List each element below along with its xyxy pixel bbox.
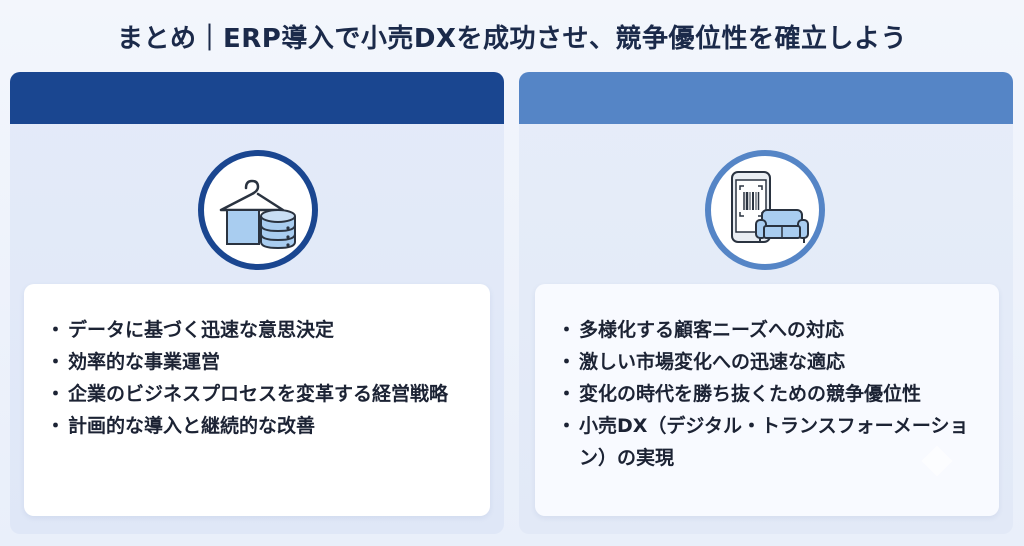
right-panel-header — [519, 72, 1013, 124]
left-card: データに基づく迅速な意思決定 効率的な事業運営 企業のビジネスプロセスを変革する… — [24, 284, 490, 516]
list-item: データに基づく迅速な意思決定 — [46, 314, 462, 346]
list-item: 計画的な導入と継続的な改善 — [46, 410, 462, 442]
right-card: 多様化する顧客ニーズへの対応 激しい市場変化への迅速な適応 変化の時代を勝ち抜く… — [535, 284, 999, 516]
left-bullet-list: データに基づく迅速な意思決定 効率的な事業運営 企業のビジネスプロセスを変革する… — [46, 314, 462, 442]
list-item: 多様化する顧客ニーズへの対応 — [557, 314, 971, 346]
list-item: 激しい市場変化への迅速な適応 — [557, 346, 971, 378]
list-item: 小売DX（デジタル・トランスフォーメーション）の実現 — [557, 410, 971, 474]
list-item: 効率的な事業運営 — [46, 346, 462, 378]
list-item: 変化の時代を勝ち抜くための競争優位性 — [557, 378, 971, 410]
right-bullet-list: 多様化する顧客ニーズへの対応 激しい市場変化への迅速な適応 変化の時代を勝ち抜く… — [557, 314, 971, 474]
hanger-database-icon — [198, 150, 318, 270]
left-panel-header — [10, 72, 504, 124]
smartphone-barcode-sofa-icon — [705, 150, 825, 270]
right-panel: 多様化する顧客ニーズへの対応 激しい市場変化への迅速な適応 変化の時代を勝ち抜く… — [519, 72, 1013, 534]
list-item: 企業のビジネスプロセスを変革する経営戦略 — [46, 378, 462, 410]
left-panel: データに基づく迅速な意思決定 効率的な事業運営 企業のビジネスプロセスを変革する… — [10, 72, 504, 534]
page-title: まとめ｜ERP導入で小売DXを成功させ、競争優位性を確立しよう — [117, 23, 907, 54]
